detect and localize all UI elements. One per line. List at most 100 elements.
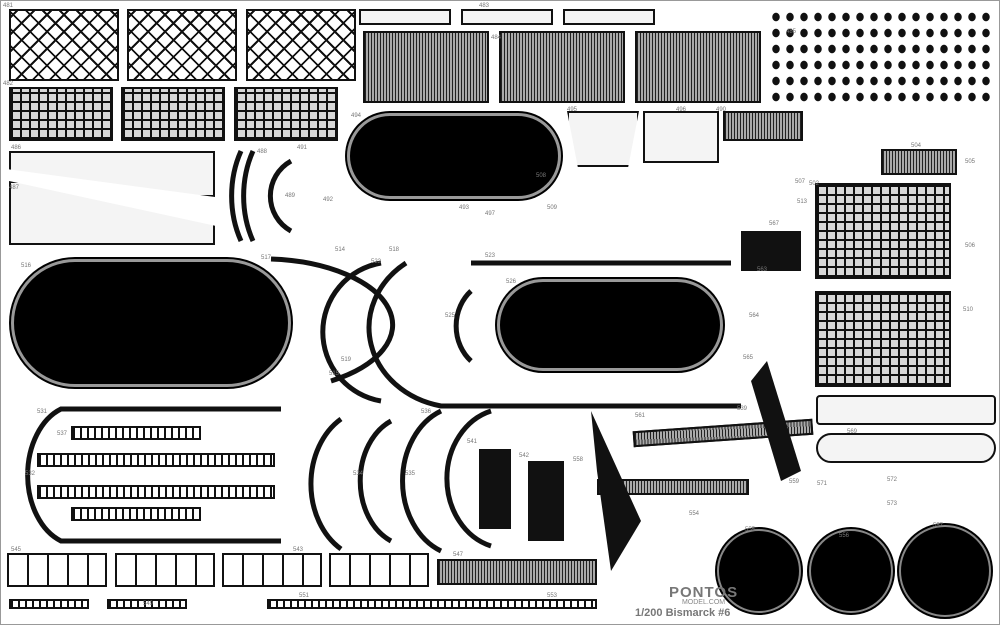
brand-name: PONTOS (669, 584, 739, 601)
brand-site: MODEL.COM (681, 599, 726, 606)
part-label: 488 (257, 149, 268, 155)
part-502-frame (815, 183, 951, 279)
part-482-grid (121, 87, 225, 141)
part-label: 572 (887, 477, 898, 483)
part-label: 495 (567, 107, 578, 113)
part-558-mast (597, 479, 749, 495)
part-label: 506 (965, 243, 976, 249)
part-label: 504 (911, 143, 922, 149)
part-label: 510 (963, 307, 974, 313)
part-label: 549 (143, 601, 154, 607)
part-label: 496 (676, 107, 687, 113)
part-label: 483 (479, 3, 490, 9)
part-543 (115, 553, 215, 587)
part-532-ladder (71, 426, 201, 440)
part-label: 555 (745, 527, 756, 533)
part-510-frame (815, 291, 951, 387)
part-516-oval (11, 259, 291, 387)
part-494-oval (347, 113, 561, 199)
part-534-rail (357, 418, 393, 544)
part-label: 481 (3, 3, 14, 9)
part-504-frame (881, 149, 957, 175)
part-484-grate (363, 31, 489, 103)
part-label: 571 (817, 481, 828, 487)
part-label: 518 (389, 247, 400, 253)
part-label: 486 (11, 145, 22, 151)
part-label: 557 (933, 523, 944, 529)
part-555-disc (717, 529, 801, 613)
part-label: 515 (329, 371, 340, 377)
part-label: 569 (847, 429, 858, 435)
part-549-ladder (107, 599, 187, 609)
part-label: 561 (635, 413, 646, 419)
part-label: 505 (965, 159, 976, 165)
part-483 (563, 9, 655, 25)
part-label: 514 (335, 247, 346, 253)
part-label: 573 (887, 501, 898, 507)
part-label: 531 (37, 409, 48, 415)
part-label: 508 (536, 173, 547, 179)
part-497-panel (723, 111, 803, 141)
part-label: 482 (3, 81, 14, 87)
part-526-oval (497, 279, 723, 371)
part-label: 484 (491, 35, 502, 41)
part-label: 522 (371, 259, 382, 265)
part-label: 523 (485, 253, 496, 259)
part-label: 536 (421, 409, 432, 415)
part-label: 556 (839, 533, 850, 539)
part-542 (528, 461, 564, 541)
part-559 (751, 361, 801, 481)
part-543 (329, 553, 429, 587)
part-551-ladder (267, 599, 597, 609)
part-533-rail (308, 416, 343, 552)
part-523-rail (366, 260, 741, 409)
part-label: 497 (485, 211, 496, 217)
part-label: 535 (405, 471, 416, 477)
part-481-frame (246, 9, 356, 81)
part-label: 541 (467, 439, 478, 445)
part-484-grate (635, 31, 761, 103)
part-549-ladder (9, 599, 89, 609)
part-531-rail (25, 406, 281, 544)
part-label: 493 (459, 205, 470, 211)
part-label: 525 (445, 313, 456, 319)
part-label: 494 (351, 113, 362, 119)
part-484-grate (499, 31, 625, 103)
part-557-disc (899, 525, 991, 617)
part-481-frame (127, 9, 237, 81)
part-537-ladder (71, 507, 201, 521)
part-label: 543 (293, 547, 304, 553)
part-label: 558 (573, 457, 584, 463)
part-label: 565 (743, 355, 754, 361)
part-482-grid (234, 87, 338, 141)
part-563 (741, 231, 801, 271)
part-483 (461, 9, 553, 25)
part-label: 485 (786, 29, 797, 35)
part-label: 490 (716, 107, 727, 113)
part-label: 487 (9, 185, 20, 191)
part-522-rail (320, 260, 382, 404)
part-label: 502 (809, 181, 820, 187)
part-label: 564 (749, 313, 760, 319)
part-label: 563 (757, 267, 768, 273)
part-569-plate (816, 433, 996, 463)
part-label: 507 (795, 179, 806, 185)
part-547 (437, 559, 597, 585)
part-label: 534 (353, 471, 364, 477)
part-488-rail (241, 149, 256, 243)
part-label: 517 (261, 255, 272, 261)
part-label: 554 (689, 511, 700, 517)
part-label: 489 (285, 193, 296, 199)
part-label: 513 (797, 199, 808, 205)
part-label: 509 (547, 205, 558, 211)
part-label: 519 (341, 357, 352, 363)
part-488-rail (229, 149, 244, 243)
part-535-rail (400, 408, 443, 554)
part-483 (359, 9, 451, 25)
part-517-rail (270, 256, 396, 384)
part-label: 532 (25, 471, 36, 477)
part-543 (222, 553, 322, 587)
part-label: 537 (57, 431, 68, 437)
